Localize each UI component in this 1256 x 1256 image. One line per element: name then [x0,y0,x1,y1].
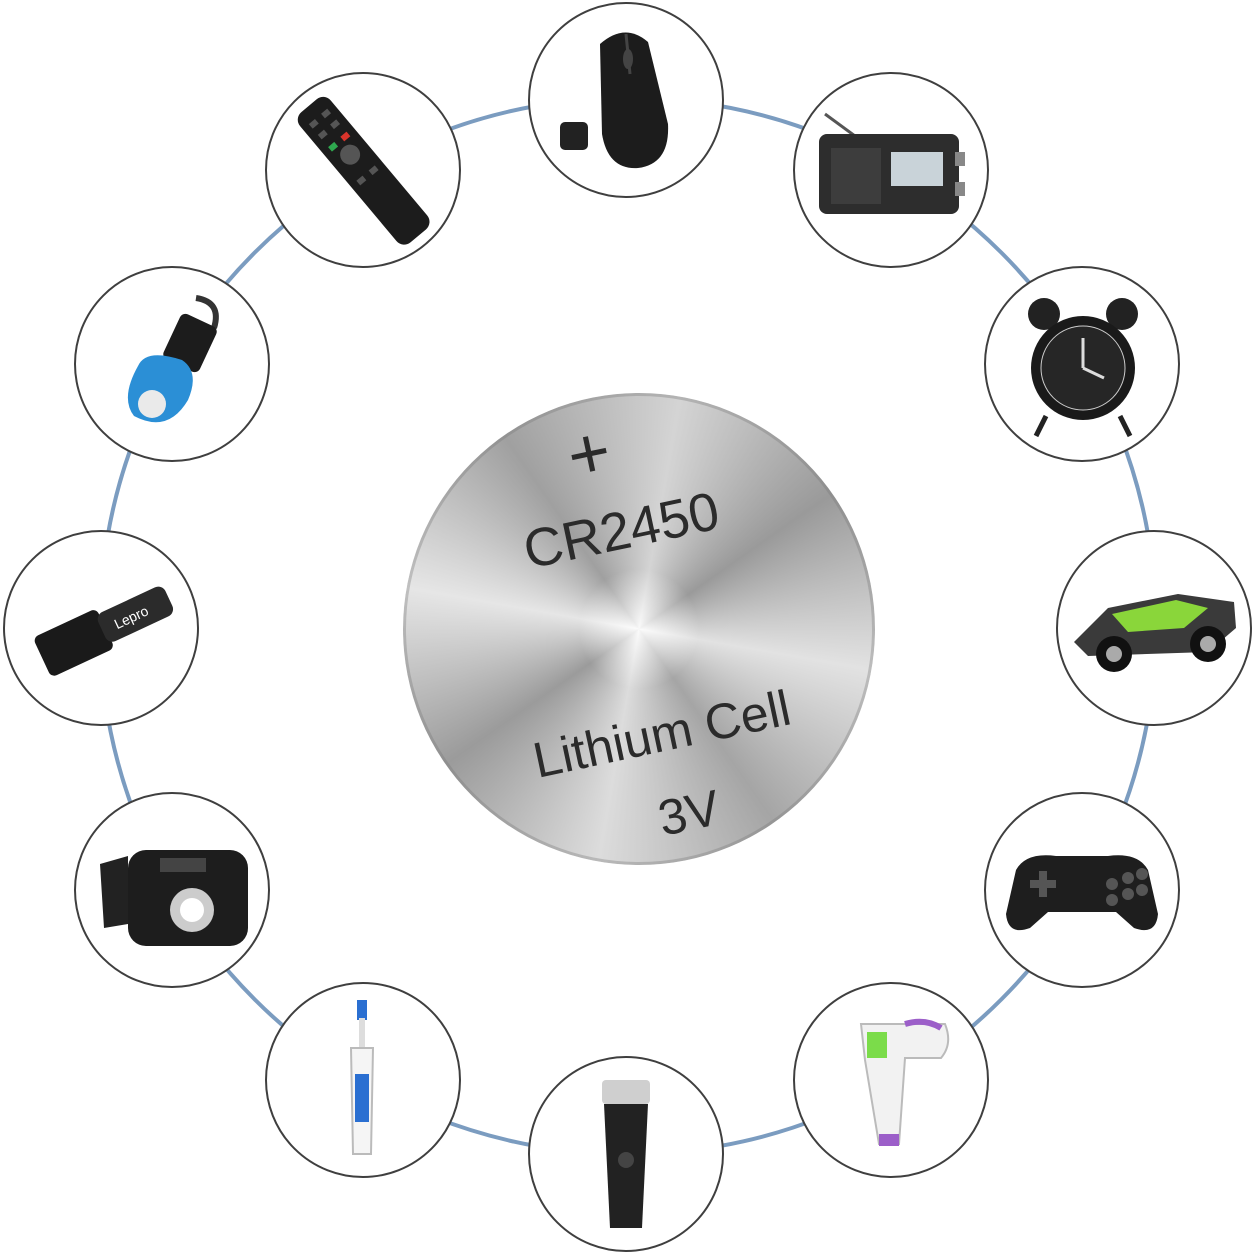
wireless-mouse-circle [528,2,724,198]
tv-remote-icon [297,96,430,245]
electric-shaver-circle [528,1056,724,1252]
game-controller-circle [984,792,1180,988]
alarm-clock-circle [984,266,1180,462]
cr2450-battery: + CR2450 Lithium Cell 3V [403,393,875,865]
camping-lantern-circle [74,266,270,462]
camping-lantern-icon [127,295,219,423]
game-controller-icon [1006,855,1158,931]
positive-symbol: + [560,410,618,498]
battery-voltage: 3V [653,779,725,847]
headlamp-circle [74,792,270,988]
electric-toothbrush-circle [265,982,461,1178]
headlamp-icon [100,850,248,946]
rc-car-icon [1074,594,1236,672]
alarm-clock-icon [1028,298,1138,438]
electric-shaver-icon [602,1080,650,1228]
wireless-mouse-icon [560,32,669,169]
infrared-thermometer-circle [793,982,989,1178]
flashlight-circle: Lepro [3,530,199,726]
portable-radio-icon [819,112,965,214]
flashlight-icon: Lepro [34,586,174,676]
portable-radio-circle [793,72,989,268]
rc-car-circle [1056,530,1252,726]
battery-chemistry: Lithium Cell [528,679,796,789]
infrared-thermometer-icon [859,1018,950,1146]
electric-toothbrush-icon [349,1000,375,1155]
battery-model: CR2450 [518,480,725,581]
tv-remote-circle [265,72,461,268]
